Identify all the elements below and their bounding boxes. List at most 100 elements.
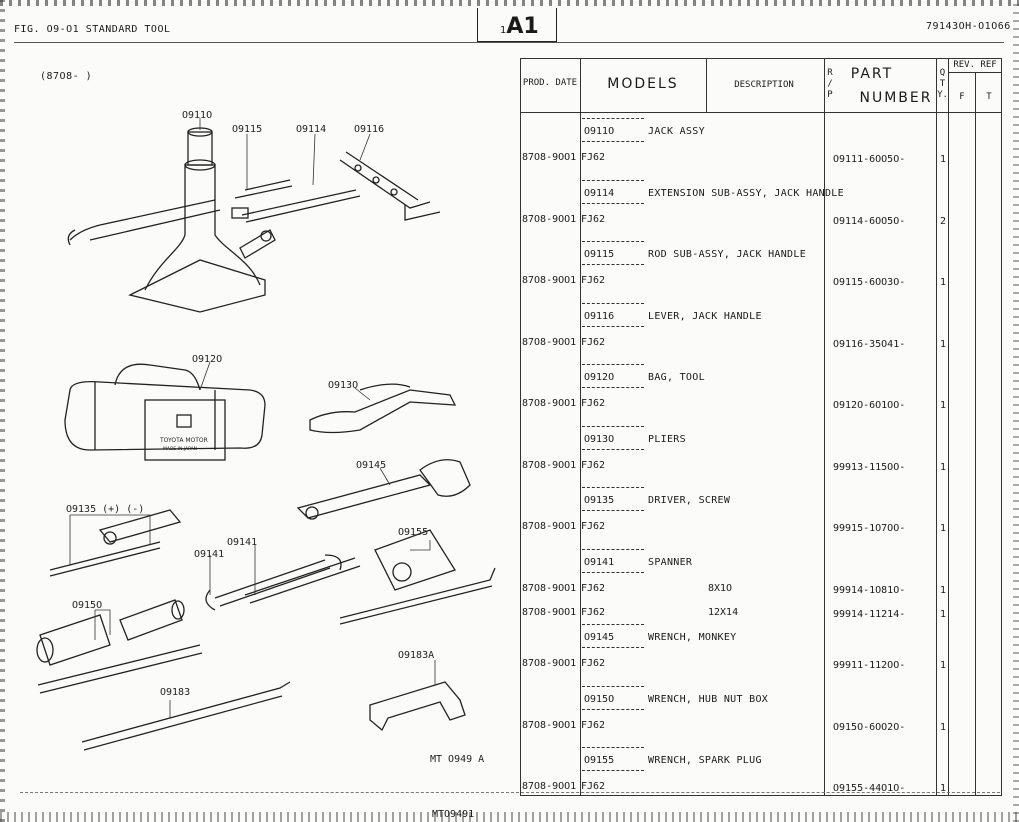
- part-code: O911O: [584, 126, 615, 137]
- prod-date: 87O8-9OO1: [522, 521, 577, 532]
- part-number: 99914-11214-: [833, 608, 906, 620]
- model: FJ62: [581, 606, 606, 618]
- prod-date: 87O8-9OO1: [522, 606, 577, 618]
- part-number: O9111-6OO5O-: [833, 154, 906, 165]
- spec: 8X1O: [708, 582, 733, 594]
- part-number: O9116-35O41-: [833, 338, 906, 350]
- page-code: A1: [506, 14, 539, 39]
- header-part: PART: [850, 66, 894, 82]
- screwdriver-drawing: [49, 509, 182, 577]
- bag-print-line-1: TOYOTA MOTOR: [159, 437, 208, 444]
- footer-reference: MTO9491: [432, 809, 475, 820]
- illustration-ref: MT O949 A: [430, 754, 484, 765]
- part-code-box: [582, 747, 644, 771]
- quantity: 1: [940, 400, 947, 411]
- header-prod-date: PROD. DATE: [522, 78, 578, 88]
- model: FJ62: [581, 398, 606, 409]
- part-code: O912O: [584, 372, 615, 383]
- prod-date: 87O8-9OO1: [522, 781, 577, 792]
- model: FJ62: [581, 459, 606, 471]
- pliers-drawing: [309, 389, 457, 434]
- prod-date: 87O8-9OO1: [522, 398, 577, 409]
- figure-title: FIG. O9-O1 STANDARD TOOL: [14, 24, 171, 35]
- part-code-box: [582, 548, 644, 573]
- label-09155: O9155: [398, 527, 428, 538]
- model: FJ62: [581, 336, 606, 348]
- label-09130: O913O: [328, 380, 358, 391]
- part-code-box: [582, 302, 644, 327]
- part-name: DRIVER, SCREW: [648, 495, 731, 506]
- label-09183: O9183: [160, 687, 190, 698]
- spanner-drawing-2: [244, 557, 361, 604]
- page-number-box: [477, 8, 557, 42]
- part-name: ROD SUB-ASSY, JACK HANDLE: [648, 249, 807, 260]
- part-code: O9114: [584, 187, 615, 199]
- spanner-drawing-1: [205, 554, 342, 611]
- col-rule-0: [520, 58, 521, 796]
- quantity: 1: [940, 584, 947, 596]
- label-09110: O911O: [182, 110, 212, 121]
- part-code-box: [582, 624, 644, 648]
- scan-edge-right: [1013, 0, 1019, 822]
- model: FJ62: [581, 152, 606, 163]
- part-code-box: [582, 425, 644, 450]
- spark-plug-wrench-drawing: [339, 529, 496, 625]
- model: FJ62: [581, 781, 606, 792]
- part-number: 99911-112OO-: [833, 660, 906, 671]
- part-number: O9114-6OO5O-: [833, 215, 906, 227]
- col-rule-7: [1001, 58, 1002, 796]
- hub-cap-tool-drawing: [369, 681, 466, 732]
- part-name: BAG, TOOL: [648, 372, 705, 383]
- prod-date: 87O8-9OO1: [522, 719, 577, 731]
- header-rev-ref: REV. REF: [953, 60, 997, 70]
- monkey-wrench-drawing: [296, 459, 471, 519]
- handle-drawing: [81, 681, 291, 751]
- part-name: SPANNER: [648, 556, 693, 568]
- quantity: 1: [940, 338, 947, 350]
- table-bottom-rule: [520, 795, 1002, 796]
- label-09115: O9115: [232, 124, 262, 135]
- quantity: 1: [940, 461, 947, 473]
- bag-print-line-2: MADE IN JAPAN: [163, 446, 197, 452]
- rod-drawing: [241, 189, 361, 223]
- part-name: LEVER, JACK HANDLE: [648, 310, 762, 322]
- col-rule-6: [975, 72, 976, 796]
- header-description: DESCRIPTION: [734, 80, 794, 90]
- model: FJ62: [581, 275, 606, 286]
- parts-table: PROD. DATE MODELS DESCRIPTION R / P PART…: [520, 58, 1002, 796]
- prod-date: 87O8-9OO1: [522, 459, 577, 471]
- quantity: 1: [940, 721, 947, 733]
- header-qty: Q T Y.: [937, 68, 948, 100]
- quantity: 1: [940, 608, 947, 620]
- part-number: O912O-6O1OO-: [833, 400, 906, 411]
- prod-date: 87O8-9OO1: [522, 275, 577, 286]
- prod-date: 87O8-9OO1: [522, 658, 577, 669]
- label-09116: O9116: [354, 124, 384, 135]
- label-09135: O9135 (+) (-): [66, 504, 144, 515]
- quantity: 1: [940, 154, 947, 165]
- model: FJ62: [581, 658, 606, 669]
- part-code: O9155: [584, 755, 615, 766]
- label-09120: O912O: [192, 354, 222, 365]
- part-number: O9115-6OO3O-: [833, 277, 906, 288]
- prod-date: 87O8-9OO1: [522, 336, 577, 348]
- header-rev-f: F: [959, 92, 965, 102]
- part-name: PLIERS: [648, 433, 686, 445]
- bottom-rule: [20, 792, 1000, 793]
- part-number: 99915-1O7OO-: [833, 523, 906, 534]
- label-09141-b: O9141: [194, 549, 224, 560]
- table-top-rule: [520, 58, 1002, 59]
- scan-edge-left: [0, 0, 5, 822]
- prod-date: 87O8-9OO1: [522, 152, 577, 163]
- part-number: O915O-6OO2O-: [833, 721, 906, 733]
- quantity: 1: [940, 783, 947, 794]
- jack-drawing: [67, 127, 276, 313]
- document-reference: 79143OH-O1O66: [926, 21, 1011, 32]
